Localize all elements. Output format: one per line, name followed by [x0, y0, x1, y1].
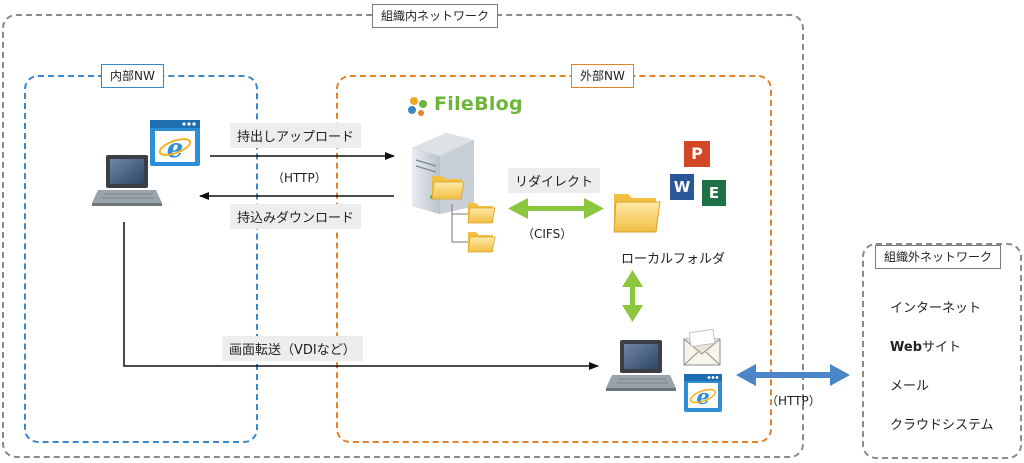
redirect-double-arrow — [508, 198, 604, 219]
redirect-label: リダイレクト — [508, 168, 601, 193]
excel-icon — [702, 180, 726, 206]
folder-icon-small-1 — [467, 203, 496, 224]
folder-pc-double-arrow — [622, 270, 643, 322]
http-label-1: （HTTP） — [272, 171, 327, 185]
outside-item-mail: メール — [890, 375, 929, 394]
powerpoint-icon — [684, 141, 710, 167]
outside-item-website-prefix: Web — [890, 340, 922, 355]
word-icon — [670, 174, 694, 200]
local-folder-label: ローカルフォルダ — [621, 252, 726, 267]
outside-item-internet-text: インターネット — [890, 301, 982, 316]
outside-network-zone — [862, 243, 1022, 459]
browser-icon-left: e — [150, 120, 200, 166]
browser-icon-right: e — [684, 374, 722, 412]
screen-transfer-arrow — [123, 222, 599, 370]
internal-nw-label: 内部NW — [101, 64, 164, 88]
mail-icon — [683, 328, 721, 366]
folder-tree-lines — [451, 204, 468, 243]
outside-item-internet: インターネット — [890, 297, 981, 316]
outside-item-mail-text: メール — [890, 379, 930, 394]
word-letter: W — [673, 178, 691, 196]
http-label-2: （HTTP） — [766, 394, 821, 408]
excel-letter: E — [708, 184, 720, 202]
outside-item-cloud-text: クラウドシステム — [890, 418, 994, 433]
laptop-icon-right — [606, 340, 676, 391]
powerpoint-letter: P — [691, 144, 703, 163]
outside-item-cloud: クラウドシステム — [890, 414, 994, 433]
download-label: 持込みダウンロード — [230, 204, 362, 229]
external-nw-zone — [336, 75, 772, 443]
server-icon — [412, 133, 474, 214]
folder-icon-small-2 — [467, 232, 496, 253]
upload-label: 持出しアップロード — [230, 123, 362, 148]
outside-item-website-text: サイト — [922, 340, 962, 355]
laptop-icon-left — [92, 155, 162, 206]
outside-item-website: Webサイト — [890, 336, 961, 355]
screen-transfer-label: 画面転送（VDIなど） — [222, 336, 363, 361]
cifs-label: （CIFS） — [522, 227, 573, 241]
svg-text:e: e — [696, 384, 709, 409]
org-network-label: 組織内ネットワーク — [372, 4, 499, 28]
local-folder-icon — [613, 194, 661, 233]
outside-network-label: 組織外ネットワーク — [875, 245, 1002, 269]
fileblog-logo-mark — [408, 97, 427, 116]
fileblog-logo-text: FileBlog — [434, 93, 523, 115]
http-double-arrow — [736, 364, 850, 386]
folder-icon-server — [431, 176, 465, 200]
external-nw-label: 外部NW — [571, 64, 634, 88]
